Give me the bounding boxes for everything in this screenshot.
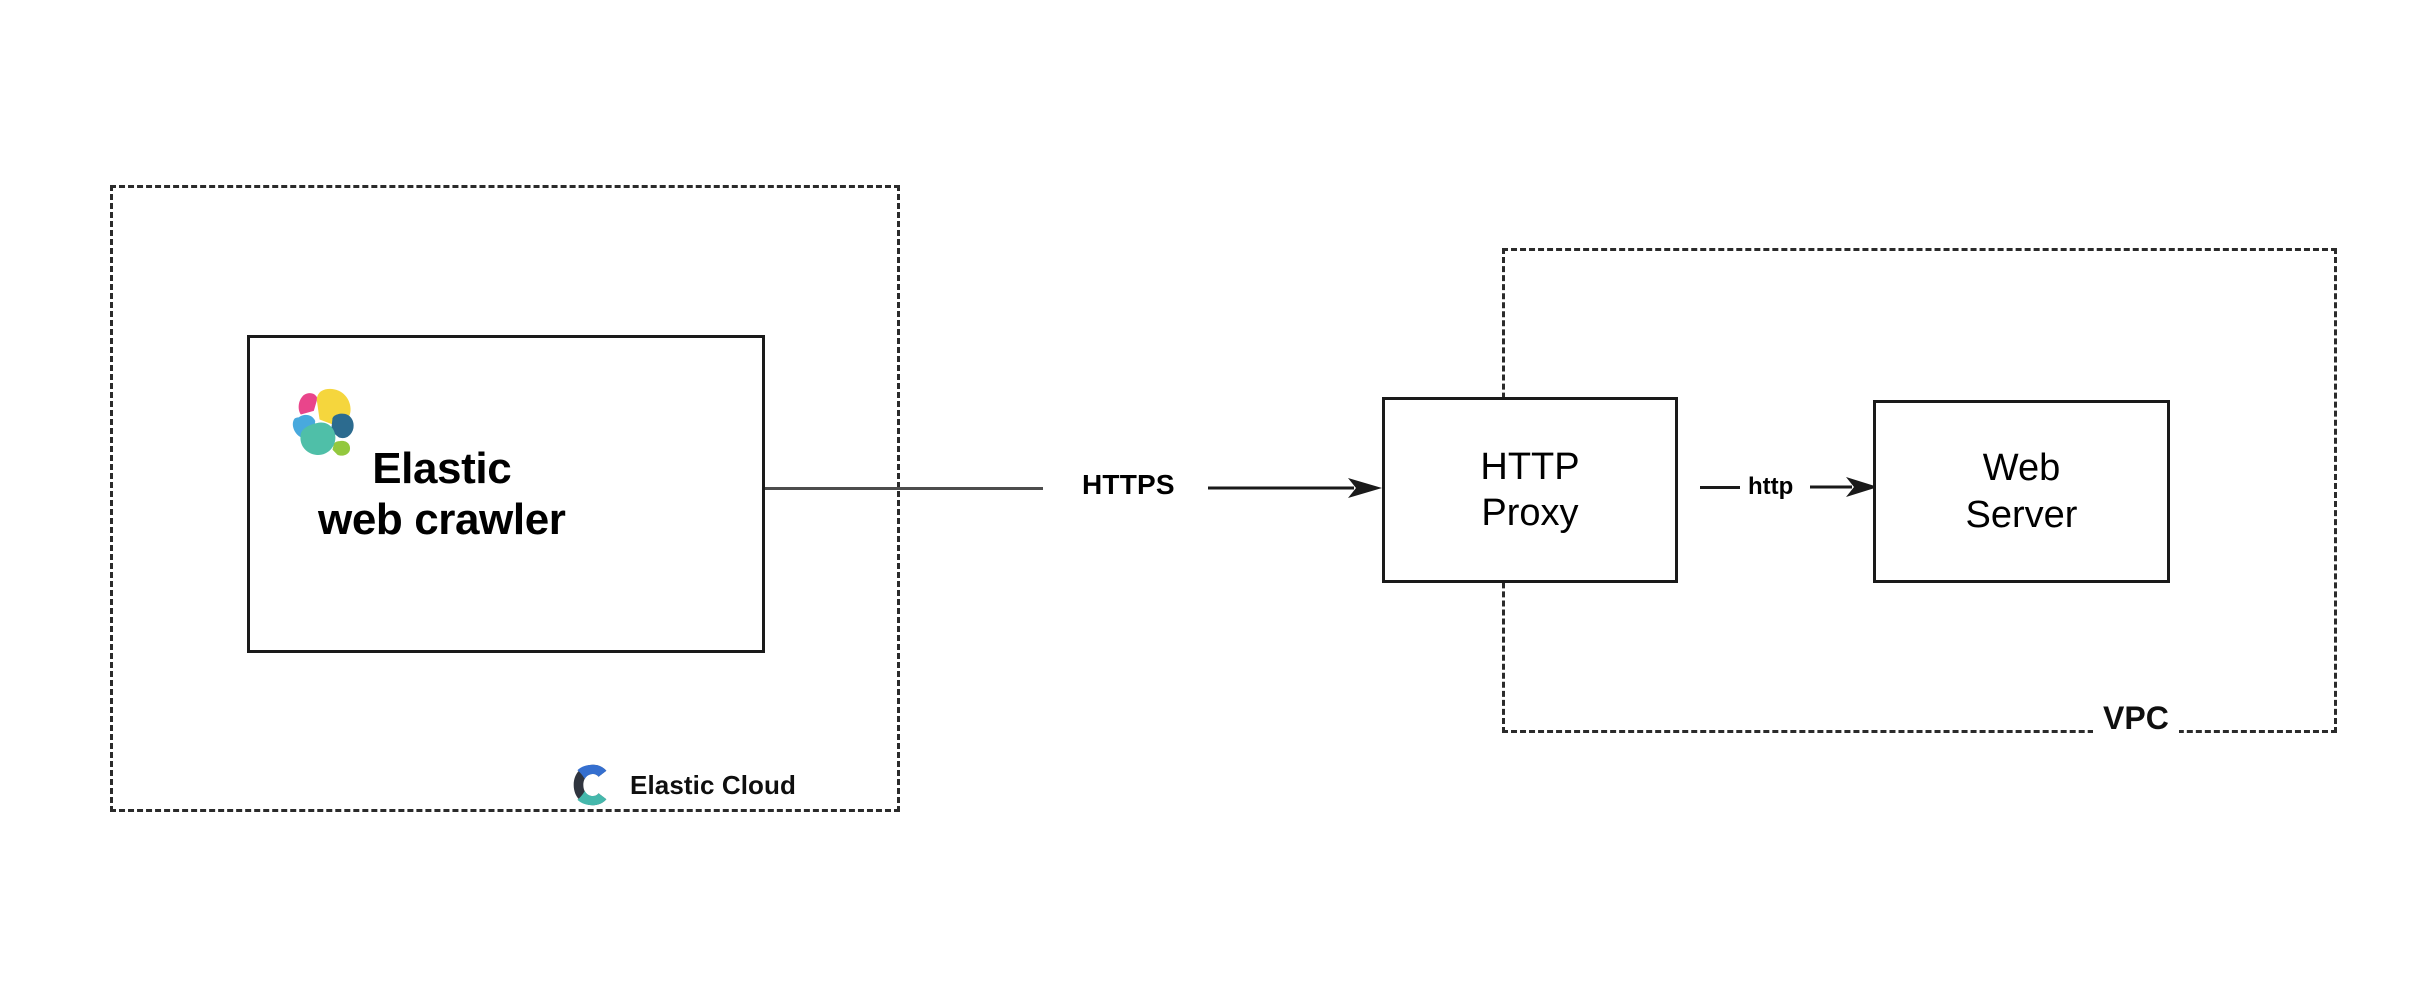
node-http-proxy[interactable]: HTTP Proxy: [1382, 397, 1678, 583]
edge-arrow-proxy-to-server: [1810, 477, 1878, 497]
elastic-cloud-logo: [573, 764, 607, 806]
node-elastic-web-crawler-label: Elastic web crawler: [318, 443, 566, 544]
edge-label-http: http: [1748, 473, 1794, 500]
zone-label-vpc: VPC: [2093, 700, 2179, 737]
edge-arrow-crawler-to-proxy: [1208, 478, 1382, 498]
node-web-server[interactable]: Web Server: [1873, 400, 2170, 583]
elastic-bloom-logo: [292, 388, 354, 456]
node-http-proxy-label: HTTP Proxy: [1480, 445, 1580, 534]
zone-elastic-cloud: [110, 185, 900, 812]
node-web-server-label: Web Server: [1965, 447, 2078, 536]
edge-line-crawler-to-https: [765, 487, 1043, 490]
edge-label-https: HTTPS: [1082, 469, 1175, 500]
edge-line-proxy-to-http: [1700, 486, 1740, 489]
node-elastic-web-crawler[interactable]: Elastic web crawler: [247, 335, 765, 653]
zone-label-elastic-cloud: Elastic Cloud: [630, 770, 796, 800]
